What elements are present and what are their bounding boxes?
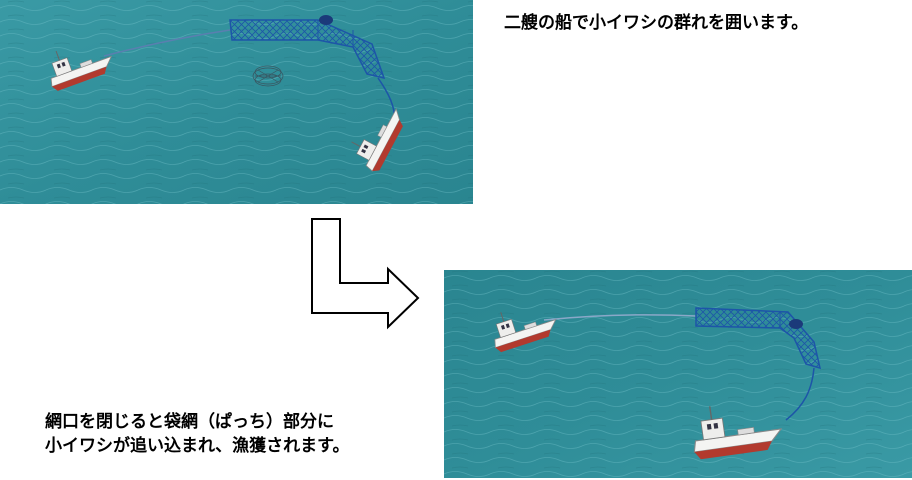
net-float (319, 15, 333, 25)
illustration-top (0, 0, 473, 204)
caption-bottom-line2: 小イワシが追い込まれ、漁獲されます。 (45, 436, 350, 456)
top-scene-svg (0, 0, 473, 204)
net-rope (103, 29, 231, 57)
caption-bottom: 網口を閉じると袋網（ぱっち）部分に 小イワシが追い込まれ、漁獲されます。 (45, 410, 349, 458)
caption-bottom-line1: 網口を閉じると袋網（ぱっち）部分に (45, 412, 334, 432)
bottom-scene-svg (444, 270, 912, 478)
encircling-net (229, 19, 386, 80)
sardine-school-icon (252, 65, 284, 87)
net-float (789, 319, 803, 329)
fishing-boat-icon (693, 406, 783, 460)
caption-top: 二艘の船で小イワシの群れを囲います。 (504, 13, 809, 33)
net-rope-lower (785, 367, 815, 421)
fishing-boat-icon (50, 50, 113, 91)
fishing-boat-icon (494, 312, 557, 353)
net-rope (543, 314, 697, 321)
illustration-bottom (444, 270, 912, 478)
fishing-boat-icon (351, 108, 403, 172)
down-then-right-arrow-icon (311, 218, 420, 330)
